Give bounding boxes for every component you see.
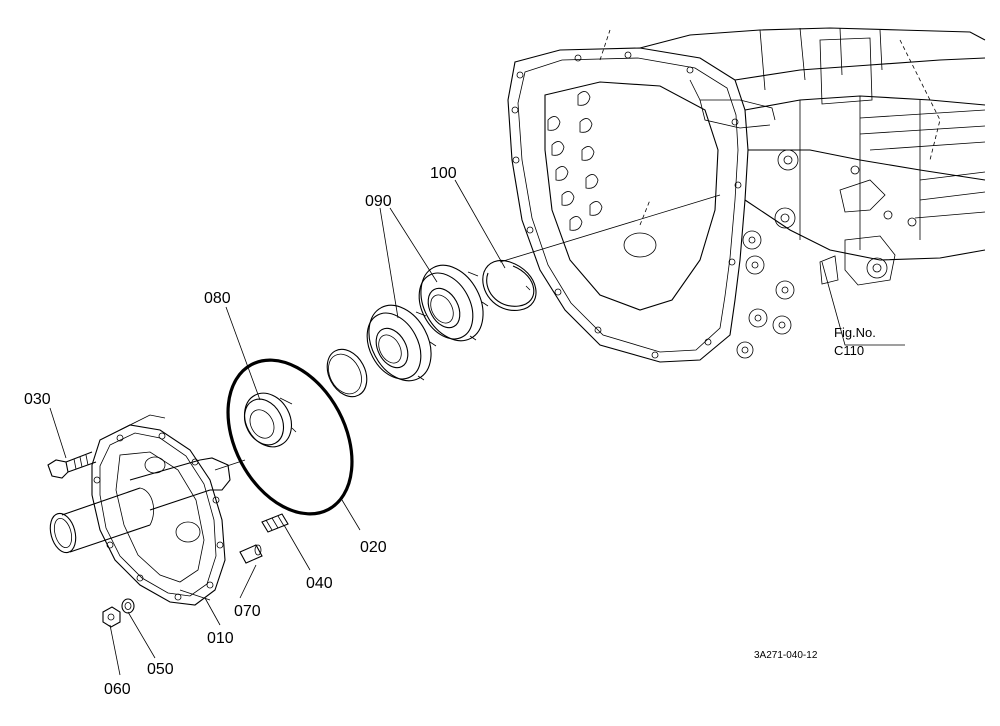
hex-nut-060 (102, 606, 121, 628)
drawing-code: 3A271-040-12 (754, 650, 818, 661)
figure-reference-number: C110 (834, 343, 864, 358)
spacer-ring (326, 348, 368, 398)
callout-060: 060 (104, 681, 131, 698)
bolt-030 (47, 451, 97, 479)
callout-040: 040 (306, 575, 333, 592)
transmission-housing (499, 27, 986, 363)
oil-seal-080 (243, 392, 297, 448)
callout-020: 020 (360, 539, 387, 556)
callout-labels: 100 090 080 030 020 040 070 010 050 060 (24, 165, 457, 698)
circlip-100 (482, 259, 537, 311)
ball-bearing-090-rear (418, 264, 489, 342)
callout-030: 030 (24, 391, 51, 408)
o-ring-020 (226, 358, 354, 516)
figure-reference-label: Fig.No. (834, 325, 876, 340)
leader-lines (49, 179, 905, 676)
callout-080: 080 (204, 290, 231, 307)
pin-070 (239, 544, 263, 564)
callout-050: 050 (147, 661, 174, 678)
front-cover-010 (49, 414, 246, 606)
callout-010: 010 (207, 630, 234, 647)
callout-090: 090 (365, 193, 392, 210)
ball-bearing-090-front (366, 304, 437, 382)
lock-washer-050 (121, 598, 135, 614)
callout-100: 100 (430, 165, 457, 182)
stud-bolt-040 (261, 513, 289, 533)
figure-reference: Fig.No. C110 (834, 325, 876, 358)
callout-070: 070 (234, 603, 261, 620)
